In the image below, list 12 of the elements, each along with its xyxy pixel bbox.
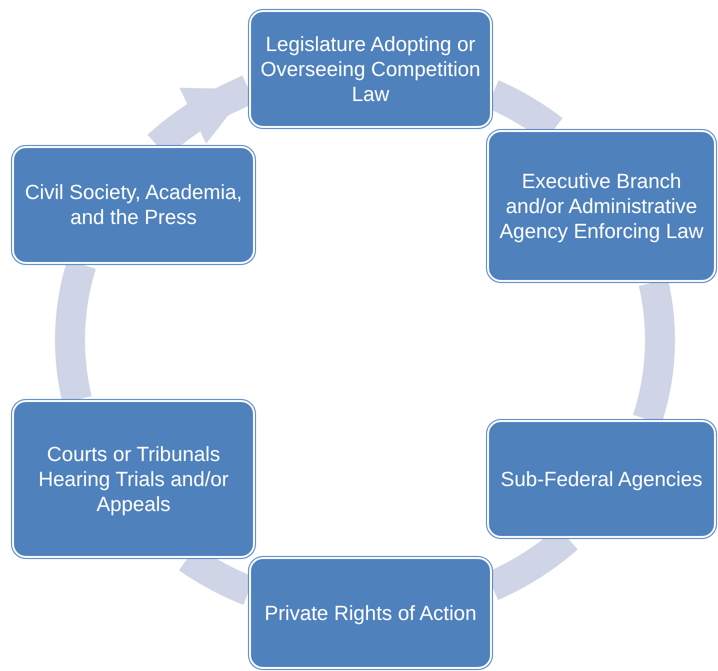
box-label: Courts or Tribunals Hearing Trials and/or Appeals bbox=[37, 442, 230, 516]
process-box bbox=[487, 420, 716, 538]
box-label: Private Rights of Action bbox=[264, 600, 476, 626]
process-box bbox=[12, 400, 255, 558]
box-label: Civil Society, Academia, and the Press bbox=[24, 180, 244, 230]
box-label: Legislature Adopting or Overseeing Competition Law bbox=[260, 32, 482, 106]
process-box bbox=[249, 557, 492, 669]
box-label: Sub-Federal Agencies bbox=[500, 466, 702, 492]
process-box bbox=[12, 146, 255, 264]
process-box bbox=[249, 10, 492, 128]
box-label: Executive Branch and/or Administrative Agency Enforcing Law bbox=[498, 168, 704, 244]
process-box bbox=[487, 130, 716, 282]
